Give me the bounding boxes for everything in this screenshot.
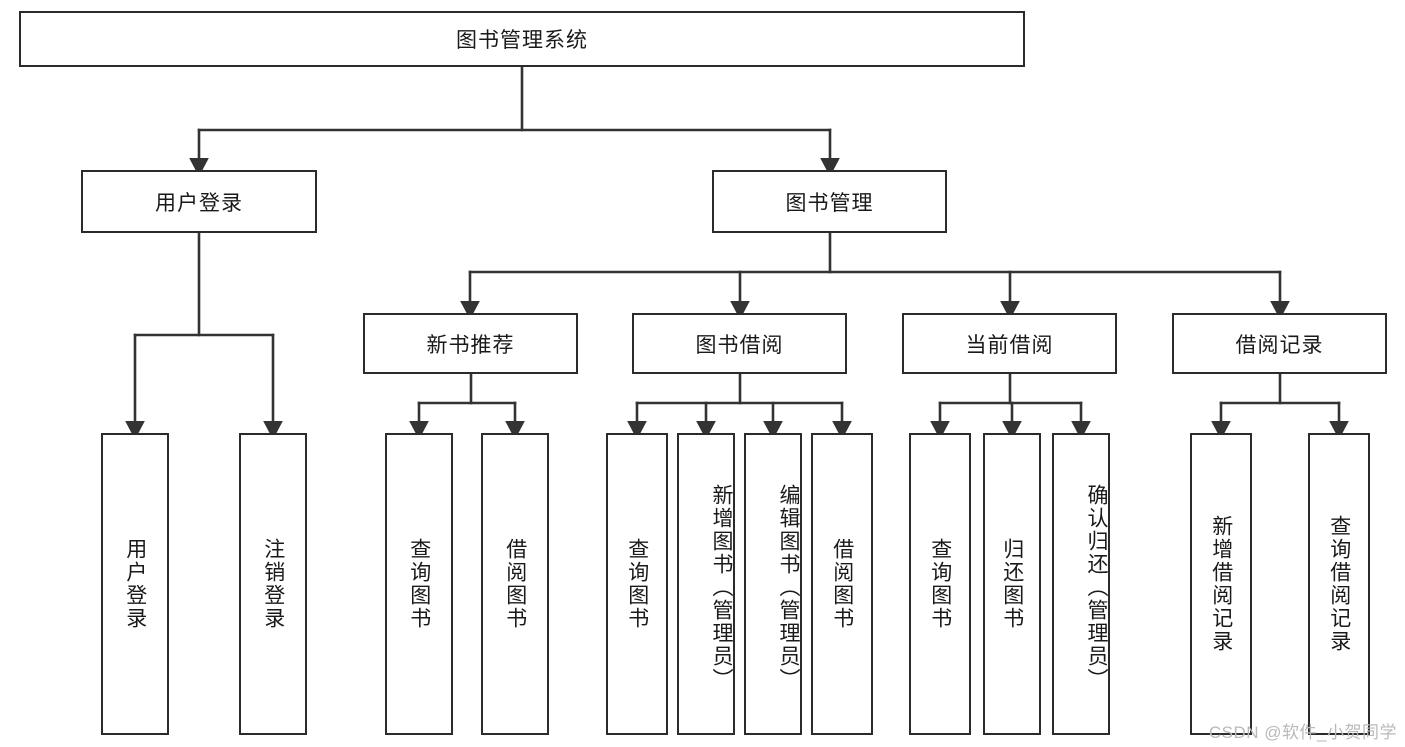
- csdn-watermark: CSDN @软件_小贺同学: [1208, 723, 1397, 742]
- leaf-node-lf-1[interactable]: 注销登录: [239, 433, 307, 735]
- leaf-node-lf-6[interactable]: 编辑图书（管理员）: [744, 433, 802, 735]
- node-label: 借阅记录: [1235, 333, 1324, 357]
- node-label: 查询图书: [407, 538, 431, 630]
- node-label: 当前借阅: [965, 333, 1054, 357]
- node-label: 确认归还（管理员）: [1085, 483, 1108, 691]
- node-label: 图书借阅: [695, 333, 784, 357]
- node-label: 归还图书: [1000, 538, 1024, 630]
- level2-node-l2-0[interactable]: 用户登录: [81, 170, 317, 233]
- level3-node-l3-1[interactable]: 图书借阅: [632, 313, 847, 374]
- leaf-node-lf-0[interactable]: 用户登录: [101, 433, 169, 735]
- node-label: 注销登录: [261, 538, 285, 630]
- leaf-node-lf-4[interactable]: 查询图书: [606, 433, 668, 735]
- leaf-node-lf-3[interactable]: 借阅图书: [481, 433, 549, 735]
- node-label: 借阅图书: [503, 538, 527, 630]
- node-label: 查询图书: [928, 538, 952, 630]
- leaf-node-lf-9[interactable]: 归还图书: [983, 433, 1041, 735]
- leaf-node-lf-2[interactable]: 查询图书: [385, 433, 453, 735]
- node-label: 用户登录: [155, 191, 243, 215]
- node-label: 编辑图书（管理员）: [777, 483, 800, 691]
- node-label: 图书管理: [785, 191, 874, 215]
- node-label: 新增图书（管理员）: [710, 483, 733, 691]
- level3-node-l3-3[interactable]: 借阅记录: [1172, 313, 1387, 374]
- connector-lines: [125, 65, 1349, 440]
- node-label: 查询图书: [625, 538, 649, 630]
- leaf-node-lf-5[interactable]: 新增图书（管理员）: [677, 433, 735, 735]
- root-node-root[interactable]: 图书管理系统: [19, 11, 1025, 67]
- leaf-node-lf-11[interactable]: 新增借阅记录: [1190, 433, 1252, 735]
- level3-node-l3-2[interactable]: 当前借阅: [902, 313, 1117, 374]
- leaf-node-lf-10[interactable]: 确认归还（管理员）: [1052, 433, 1110, 735]
- node-label: 用户登录: [123, 538, 147, 630]
- node-label: 新书推荐: [426, 333, 515, 357]
- node-label: 新增借阅记录: [1209, 515, 1233, 653]
- leaf-node-lf-7[interactable]: 借阅图书: [811, 433, 873, 735]
- level2-node-l2-1[interactable]: 图书管理: [712, 170, 947, 233]
- node-label: 图书管理系统: [456, 29, 588, 52]
- leaf-node-lf-12[interactable]: 查询借阅记录: [1308, 433, 1370, 735]
- level3-node-l3-0[interactable]: 新书推荐: [363, 313, 578, 374]
- leaf-node-lf-8[interactable]: 查询图书: [909, 433, 971, 735]
- node-label: 借阅图书: [830, 538, 854, 630]
- node-label: 查询借阅记录: [1327, 515, 1351, 653]
